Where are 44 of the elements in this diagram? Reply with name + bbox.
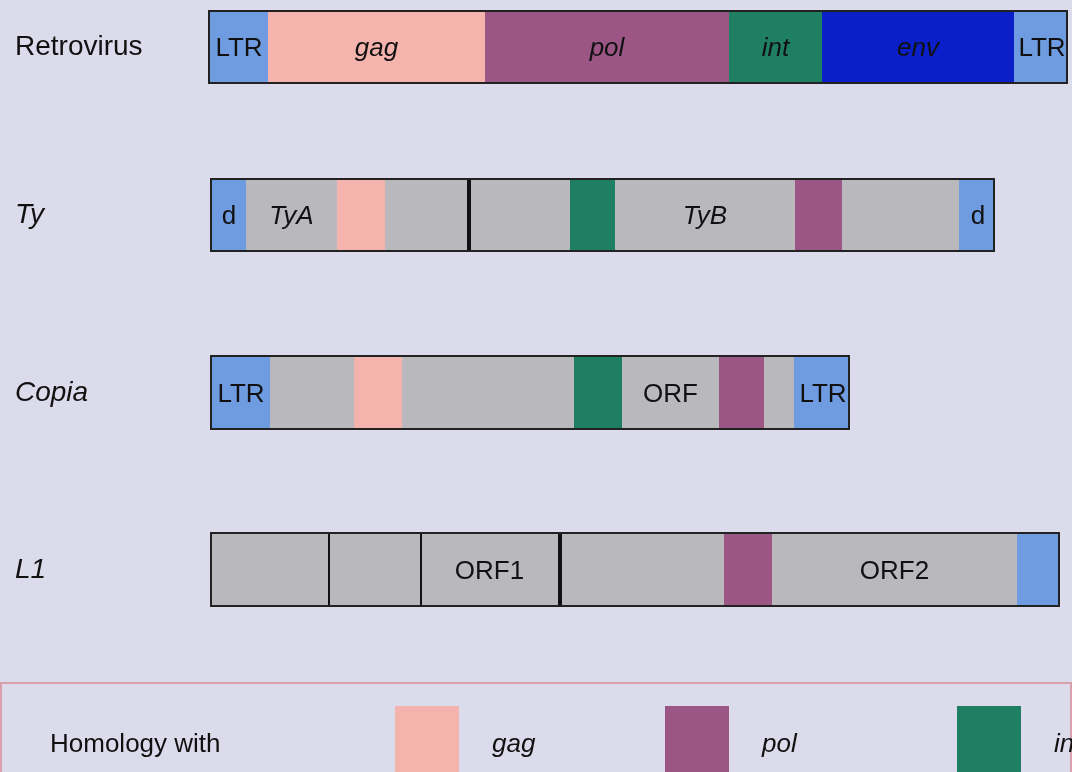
segment-label: LTR xyxy=(1018,34,1066,60)
row-label: L1 xyxy=(15,555,47,583)
legend-heading: Homology with xyxy=(50,730,221,756)
gene-segment xyxy=(337,180,385,250)
row-label: Retrovirus xyxy=(15,32,143,60)
segment-label: TyA xyxy=(269,202,314,228)
gene-segment xyxy=(1017,534,1058,605)
segment-label: env xyxy=(897,34,939,60)
segment-label: LTR xyxy=(215,34,263,60)
genome-bar xyxy=(210,355,850,430)
gene-segment xyxy=(212,357,270,428)
gene-segment xyxy=(822,12,1014,82)
segment-label: LTR xyxy=(799,379,847,406)
segment-label: d xyxy=(970,202,986,228)
gene-segment xyxy=(574,357,622,428)
segment-label: pol xyxy=(589,34,625,60)
gene-segment xyxy=(794,357,848,428)
legend-label: pol xyxy=(762,730,797,756)
genome-bar xyxy=(210,532,1060,607)
gene-segment xyxy=(959,180,993,250)
segment-label: TyB xyxy=(682,202,728,228)
legend-label: gag xyxy=(492,730,536,756)
segment-label: ORF2 xyxy=(859,556,930,583)
gene-segment xyxy=(729,12,822,82)
gene-segment xyxy=(485,12,729,82)
segment-label: ORF1 xyxy=(454,556,525,583)
gene-segment xyxy=(354,357,402,428)
row-label: Ty xyxy=(15,200,45,228)
gene-segment xyxy=(724,534,772,605)
segment-label: int xyxy=(761,34,790,60)
gene-segment xyxy=(795,180,842,250)
gene-segment xyxy=(1014,12,1066,82)
genome-bar xyxy=(210,178,995,252)
segment-label: d xyxy=(221,202,237,228)
gene-segment xyxy=(212,180,246,250)
gene-segment xyxy=(210,12,268,82)
segment-label: gag xyxy=(354,34,399,60)
gene-segment xyxy=(268,12,485,82)
row-label: Copia xyxy=(15,378,89,406)
segment-label: LTR xyxy=(217,379,265,406)
segment-label: ORF xyxy=(643,379,698,406)
genome-bar xyxy=(208,10,1068,84)
gene-segment xyxy=(719,357,764,428)
gene-segment xyxy=(570,180,615,250)
